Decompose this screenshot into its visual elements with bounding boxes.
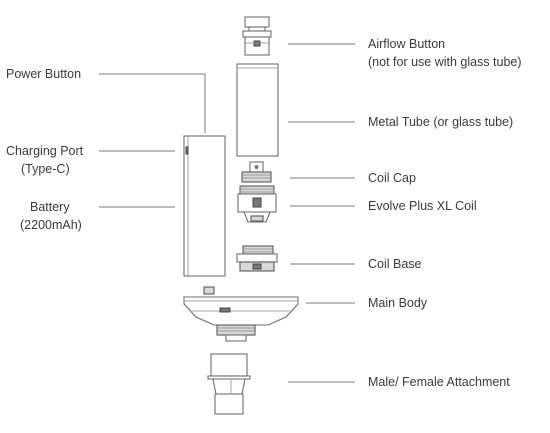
label-charging-port-type: (Type-C) [21,162,70,176]
battery-part [183,135,226,277]
airflow-button-part [242,16,272,56]
label-coil-base: Coil Base [368,257,422,271]
label-coil: Evolve Plus XL Coil [368,199,477,213]
leader-lines-right [288,43,355,383]
coil-cap-part [241,161,272,183]
label-metal-tube: Metal Tube (or glass tube) [368,115,513,129]
label-battery: Battery [30,200,70,214]
coil-part [237,185,277,223]
coil-base-part [236,245,278,272]
attachment-part [207,353,251,415]
label-battery-capacity: (2200mAh) [20,218,82,232]
label-coil-cap: Coil Cap [368,171,416,185]
label-airflow-button: Airflow Button [368,37,445,51]
main-body-part [183,286,299,342]
label-attachment: Male/ Female Attachment [368,375,510,389]
label-power-button: Power Button [6,67,81,81]
metal-tube-part [236,63,279,157]
label-airflow-note: (not for use with glass tube) [368,55,522,69]
leader-lines-left [99,73,206,208]
label-main-body: Main Body [368,296,428,310]
leader-power-button [99,73,206,133]
label-charging-port: Charging Port [6,144,84,158]
